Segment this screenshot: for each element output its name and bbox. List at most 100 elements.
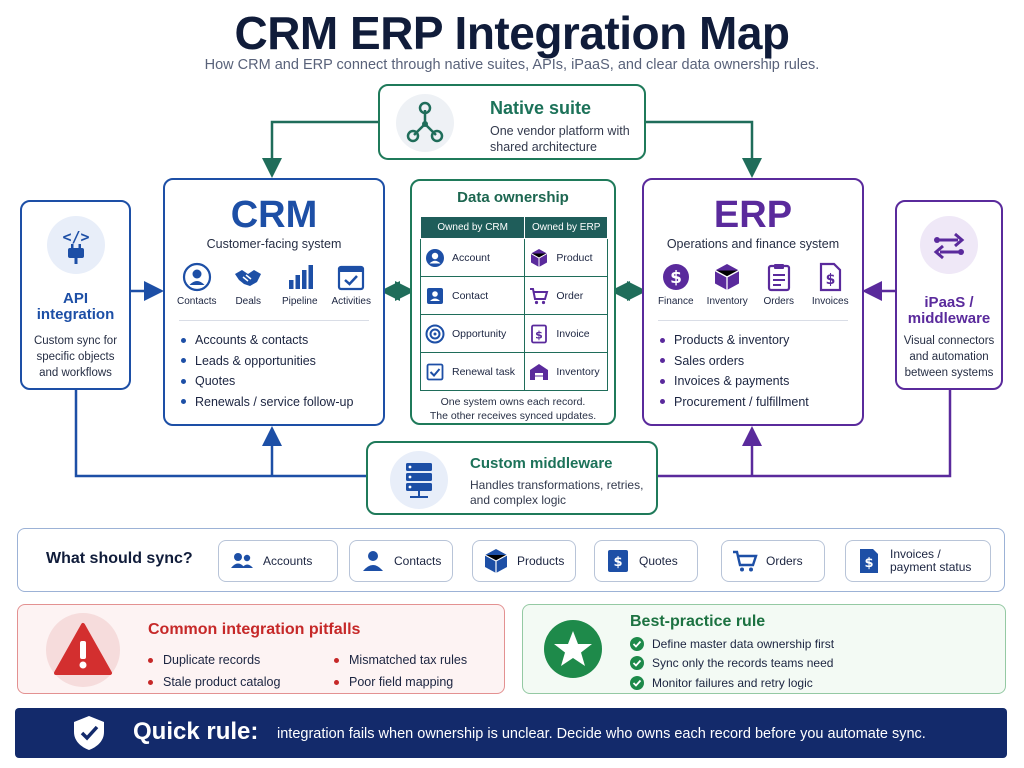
inventory-cube-icon xyxy=(714,264,740,290)
custom-middleware-card: Custom middleware Handles transformation… xyxy=(366,441,658,515)
check-circle-icon xyxy=(630,656,644,671)
pitfalls-panel: Common integration pitfalls Duplicate re… xyxy=(17,604,505,694)
api-loop-line xyxy=(74,390,366,478)
list-item: Sales orders xyxy=(660,351,809,372)
list-item: Renewals / service follow-up xyxy=(181,392,353,413)
payment-doc-icon: $ xyxy=(860,549,878,573)
sync-panel: What should sync? Accounts Contacts Prod… xyxy=(17,528,1005,592)
native-suite-desc: One vendor platform with shared architec… xyxy=(490,124,630,154)
svg-text:$: $ xyxy=(536,328,544,341)
ipaas-card: iPaaS / middleware Visual connectors and… xyxy=(895,200,1003,390)
list-item: Stale product catalog xyxy=(148,671,280,693)
dollar-coin-icon: $ xyxy=(662,264,689,290)
crm-icon-activities: Activities xyxy=(326,262,378,312)
contact-person-icon xyxy=(363,551,383,571)
warning-icon xyxy=(46,613,120,687)
sync-chip-orders: Orders xyxy=(721,540,825,582)
contacts-icon xyxy=(182,262,211,292)
native-suite-card: Native suite One vendor platform with sh… xyxy=(378,84,646,160)
svg-text:$: $ xyxy=(864,556,873,571)
ownership-note: One system owns each record. The other r… xyxy=(429,396,597,422)
list-item: Accounts & contacts xyxy=(181,330,353,351)
target-icon xyxy=(425,324,445,343)
pitfalls-list-left: Duplicate records Stale product catalog xyxy=(148,649,280,693)
ipaas-loop-line xyxy=(658,390,952,478)
list-item: Poor field mapping xyxy=(334,671,467,693)
page-title: CRM ERP Integration Map xyxy=(234,7,790,59)
erp-icon-finance: $ Finance xyxy=(650,262,702,312)
svg-text:</>: </> xyxy=(62,228,89,246)
server-stack-icon xyxy=(390,451,448,509)
shield-check-icon xyxy=(70,714,108,752)
crm-icon-pipeline: Pipeline xyxy=(274,262,326,312)
sync-chip-accounts: Accounts xyxy=(218,540,338,582)
order-cart-icon xyxy=(733,550,758,572)
erp-icon-orders: Orders xyxy=(753,262,805,312)
ipaas-desc: Visual connectors and automation between… xyxy=(903,335,995,379)
star-badge-icon xyxy=(543,619,603,679)
bar-chart-icon xyxy=(288,265,313,289)
list-item: Define master data ownership first xyxy=(630,634,834,654)
ownership-table: Owned by CRM Owned by ERP Account Produc… xyxy=(419,216,608,391)
contact-card-icon xyxy=(427,287,443,304)
list-item: Invoices & payments xyxy=(660,371,809,392)
api-desc: Custom sync for specific objects and wor… xyxy=(33,335,118,379)
crm-owned-header: Owned by CRM xyxy=(419,216,526,239)
list-item: Sync only the records teams need xyxy=(630,654,834,674)
invoice-icon: $ xyxy=(531,324,548,343)
quote-doc-icon: $ xyxy=(608,550,628,572)
native-suite-title: Native suite xyxy=(490,98,592,118)
data-ownership-card: Data ownership Owned by CRM Owned by ERP… xyxy=(410,179,616,425)
best-practice-panel: Best-practice rule Define master data ow… xyxy=(522,604,1006,694)
crm-icon-contacts: Contacts xyxy=(171,262,223,312)
invoice-doc-icon: $ xyxy=(820,262,842,292)
accounts-icon xyxy=(231,553,253,568)
best-practice-title: Best-practice rule xyxy=(630,613,766,630)
clipboard-icon xyxy=(767,264,790,292)
list-item: Monitor failures and retry logic xyxy=(630,673,834,693)
handshake-icon xyxy=(235,270,262,286)
quick-rule-banner: Quick rule: integration fails when owner… xyxy=(15,708,1007,758)
list-item: Mismatched tax rules xyxy=(334,649,467,671)
api-title: API integration xyxy=(36,290,115,323)
pitfalls-list-right: Mismatched tax rules Poor field mapping xyxy=(334,649,467,693)
ipaas-title: iPaaS / middleware xyxy=(907,294,991,327)
check-circle-icon xyxy=(630,675,644,690)
exchange-arrows-icon xyxy=(920,216,978,274)
crm-icon-row: Contacts Deals Pipeline Activities xyxy=(171,262,377,312)
sync-chip-contacts: Contacts xyxy=(349,540,453,582)
svg-text:$: $ xyxy=(670,268,682,288)
native-to-crm-line xyxy=(262,120,378,178)
crm-divider xyxy=(179,320,369,321)
list-item: Procurement / fulfillment xyxy=(660,392,809,413)
erp-card: ERP Operations and finance system $ Fina… xyxy=(642,178,864,426)
best-practice-list: Define master data ownership first Sync … xyxy=(630,634,834,693)
check-circle-icon xyxy=(630,636,644,651)
list-item: Quotes xyxy=(181,371,353,392)
api-integration-card: </> API integration Custom sync for spec… xyxy=(20,200,131,390)
product-cube-icon xyxy=(531,248,548,267)
cart-icon xyxy=(530,287,549,304)
erp-icon-invoices: $ Invoices xyxy=(805,262,857,312)
middleware-desc: Handles transformations, retries, and co… xyxy=(470,478,644,507)
crm-subtitle: Customer-facing system xyxy=(206,237,342,251)
quick-rule-text: integration fails when ownership is uncl… xyxy=(277,726,926,742)
ownership-title: Data ownership xyxy=(457,189,569,206)
quick-rule-label: Quick rule: xyxy=(133,718,259,745)
erp-divider xyxy=(658,320,848,321)
sync-question: What should sync? xyxy=(46,550,193,567)
native-to-erp-line xyxy=(646,120,762,178)
table-row: Renewal task Inventory xyxy=(419,352,608,391)
erp-icon-row: $ Finance Inventory Orders $ Invoices xyxy=(650,262,856,312)
network-nodes-icon xyxy=(396,94,454,152)
page-subtitle: How CRM and ERP connect through native s… xyxy=(204,57,820,73)
svg-text:$: $ xyxy=(613,555,622,570)
sync-chip-products: Products xyxy=(472,540,576,582)
erp-owned-header: Owned by ERP xyxy=(524,216,608,239)
erp-title: ERP xyxy=(713,194,793,236)
erp-icon-inventory: Inventory xyxy=(702,262,754,312)
middleware-title: Custom middleware xyxy=(470,455,613,472)
crm-icon-deals: Deals xyxy=(223,262,275,312)
crm-title: CRM xyxy=(230,194,318,236)
